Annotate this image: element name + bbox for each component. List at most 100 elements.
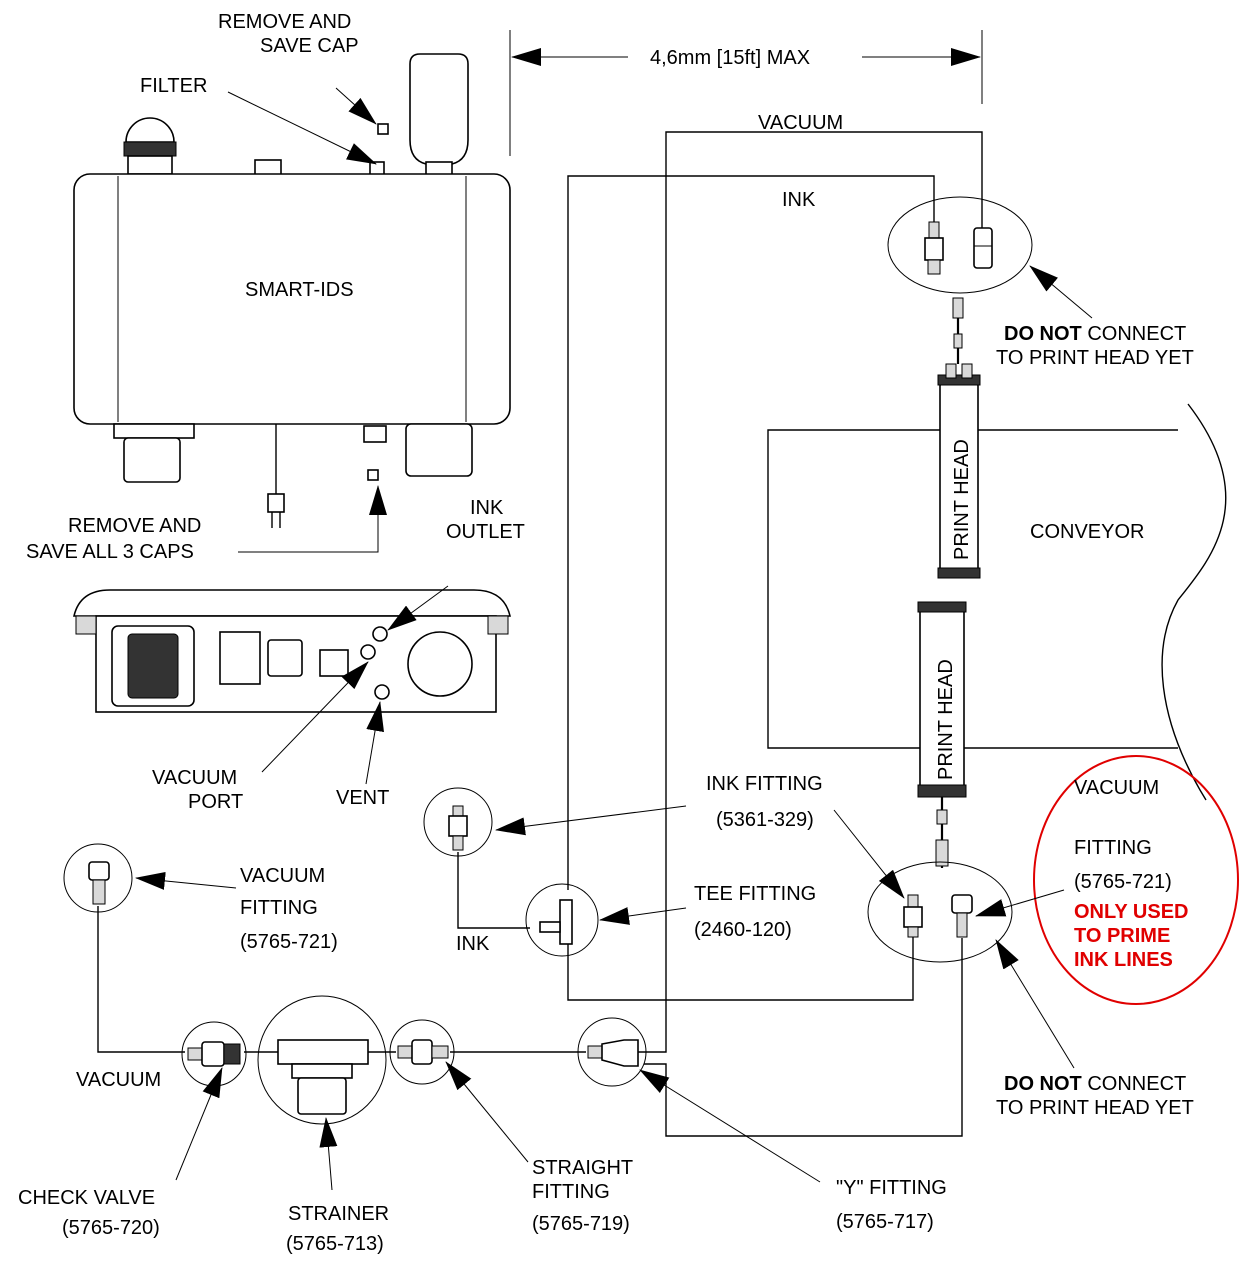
only-used-label: INK LINES [1074, 949, 1173, 971]
ink-fitting-top [928, 221, 940, 239]
do-not-connect-top-2: TO PRINT HEAD YET [996, 347, 1194, 369]
top-fittings-ellipse [887, 196, 1033, 294]
strainer-collar [291, 1063, 353, 1079]
check-valve-label: CHECK VALVE [18, 1187, 155, 1209]
smart-ids-top-view: SMART-IDS [73, 53, 511, 528]
check-valve-end [187, 1047, 203, 1061]
check-valve-body [201, 1041, 225, 1067]
print-head-upper-base [937, 567, 981, 579]
labels: REMOVE AND SAVE CAP FILTER VACUUM INK DO… [18, 11, 1194, 1255]
ink-bottle [409, 53, 469, 165]
vent-port [374, 684, 390, 700]
ink-outlet-label: INK [470, 497, 504, 519]
print-head-upper-label: PRINT HEAD [951, 439, 973, 560]
strainer-body [277, 1039, 369, 1065]
leader-vacuum-port [261, 661, 369, 773]
do-not-connect-bottom: DO NOT CONNECT [1004, 1073, 1186, 1095]
tee-fitting-label: TEE FITTING [694, 883, 816, 905]
bottom-fittings-ellipse [867, 861, 1013, 963]
print-head-upper: PRINT HEAD [937, 297, 981, 579]
cap-small [367, 469, 379, 481]
vacuum-left-label: VACUUM [76, 1069, 161, 1091]
ink-left-label: INK [456, 933, 490, 955]
straight-fitting-body [411, 1039, 433, 1065]
straight-fitting-label: FITTING [532, 1181, 610, 1203]
y-fitting-group [577, 1017, 647, 1087]
y-fitting-body [601, 1039, 639, 1067]
side-foot [75, 615, 97, 635]
side-foot [487, 615, 509, 635]
side-lid [72, 589, 512, 617]
ink-fitting-bottom-end [907, 926, 919, 938]
leaders [135, 87, 1093, 1191]
ink-line-upper [567, 175, 935, 890]
beacon-mount [127, 155, 173, 175]
leader-vent [365, 701, 384, 785]
ink-fitting-top-end [927, 259, 941, 275]
vent-label: VENT [336, 787, 389, 809]
side-power-inlet [267, 639, 303, 677]
vacuum-line-upper [665, 131, 983, 848]
print-head-upper-cap [937, 374, 981, 386]
ink-fitting-left-body [448, 815, 468, 837]
strainer-label: (5765-713) [286, 1233, 384, 1255]
cap-small [377, 123, 389, 135]
remove-all-label: SAVE ALL 3 CAPS [26, 541, 194, 563]
bottom-connector [123, 437, 181, 483]
y-fitting-label: "Y" FITTING [836, 1177, 947, 1199]
leader-tee [599, 907, 687, 925]
ink-fitting-bottom [907, 894, 919, 908]
check-valve-label: (5765-720) [62, 1217, 160, 1239]
vacuum-port [360, 644, 376, 660]
vacuum-fitting-left-label: (5765-721) [240, 931, 338, 953]
power-plug [267, 493, 285, 513]
vacuum-fitting-right-label: FITTING [1074, 837, 1152, 859]
leader-filter [227, 91, 377, 165]
leader-straight [445, 1061, 529, 1163]
strainer-group [257, 995, 387, 1125]
conveyor-break [1161, 403, 1227, 801]
print-head-lower-connector [935, 839, 949, 867]
bottom-tank [405, 423, 473, 477]
straight-fitting-label: (5765-719) [532, 1213, 630, 1235]
ink-fitting-label: INK FITTING [706, 773, 823, 795]
tee-fitting-label: (2460-120) [694, 919, 792, 941]
straight-fitting-end [431, 1045, 449, 1059]
vacuum-fitting-left [88, 861, 110, 881]
vacuum-fitting-bottom [951, 894, 973, 914]
y-lower-line [644, 938, 963, 1137]
ink-fitting-left-circle [423, 787, 493, 857]
only-used-label: TO PRIME [1074, 925, 1170, 947]
bottom-fittings-group [867, 861, 1013, 963]
side-window [407, 631, 473, 697]
side-socket-inner [127, 633, 179, 699]
vacuum-fitting-bottom-stem [956, 912, 968, 938]
ink-line-lower [567, 935, 914, 1001]
vacuum-port-label: PORT [188, 791, 243, 813]
strainer-bowl [297, 1077, 347, 1115]
print-head-lower-cap [917, 601, 967, 613]
check-valve-cap [223, 1043, 241, 1065]
print-head-upper-port [945, 363, 957, 379]
only-used-label: ONLY USED [1074, 901, 1188, 923]
y-fitting-label: (5765-717) [836, 1211, 934, 1233]
side-label [219, 631, 261, 685]
leader-ink-fitting-right [833, 809, 905, 899]
y-fitting-circle [577, 1017, 647, 1087]
leader-do-not-top [1029, 265, 1093, 319]
vacuum-fitting-left-circle [63, 843, 133, 913]
dimension-label: 4,6mm [15ft] MAX [650, 47, 810, 69]
leader-y [639, 1069, 821, 1183]
print-head-lower-base [917, 784, 967, 798]
ink-fitting-label: (5361-329) [716, 809, 814, 831]
print-head-lower-label: PRINT HEAD [935, 659, 957, 780]
ink-outlet-label: OUTLET [446, 521, 525, 543]
ink-fitting-top-body [924, 237, 944, 261]
vacuum-fitting-left-label: VACUUM [240, 865, 325, 887]
print-head-upper-connector [952, 297, 964, 319]
vacuum-port-label: VACUUM [152, 767, 237, 789]
leader-ink-outlet [387, 585, 449, 631]
filter-label: FILTER [140, 75, 207, 97]
smart-ids-box [73, 173, 511, 425]
